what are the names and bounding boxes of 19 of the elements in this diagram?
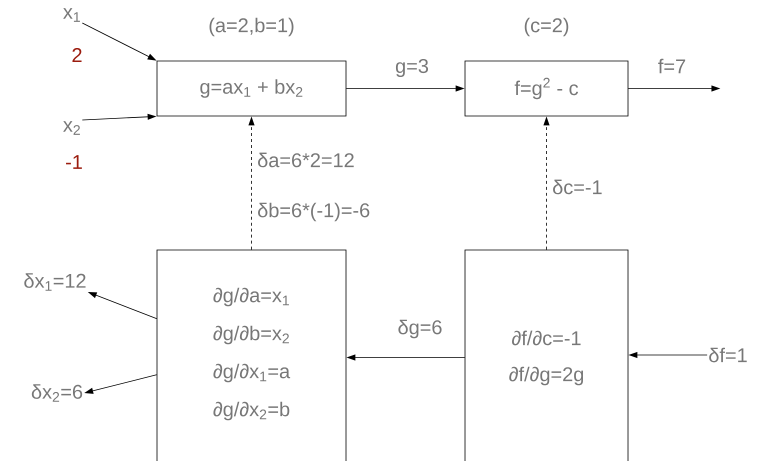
edge-label: f=7 — [656, 58, 688, 74]
value-label: (c=2) — [524, 18, 568, 36]
value-label: x$_{1}$ — [63, 8, 80, 22]
value-label: δb=6*(-1)=-6 — [256, 202, 372, 222]
edge-label: δg=6 — [396, 318, 444, 340]
edge-label: g=3 — [394, 58, 430, 78]
value-label: δx$_{1}$=12 — [24, 273, 86, 291]
process-box: g=ax$_{1}$ + bx$_{2}$ — [156, 60, 346, 116]
process-box: ∂f/∂c=-1 ∂f/∂g=2g — [464, 250, 628, 461]
process-box: f=g$^{2}$ - c — [464, 60, 628, 116]
value-label: (a=2,b=1) — [210, 18, 294, 36]
value-label: δf=1 — [709, 348, 747, 362]
edge-label: δc=-1 — [551, 178, 604, 196]
process-box: ∂g/∂a=x$_{1}$ ∂g/∂b=x$_{2}$ ∂g/∂x$_{1}$=a ∂g/∂x$_{2}$=b — [156, 250, 346, 461]
edge-label: δa=6*2=12 — [256, 152, 356, 168]
value-label: x$_{2}$ — [63, 121, 80, 135]
value-label: δx$_{2}$=6 — [32, 384, 82, 402]
value-label: 2 — [72, 48, 82, 62]
value-label: -1 — [66, 155, 82, 169]
